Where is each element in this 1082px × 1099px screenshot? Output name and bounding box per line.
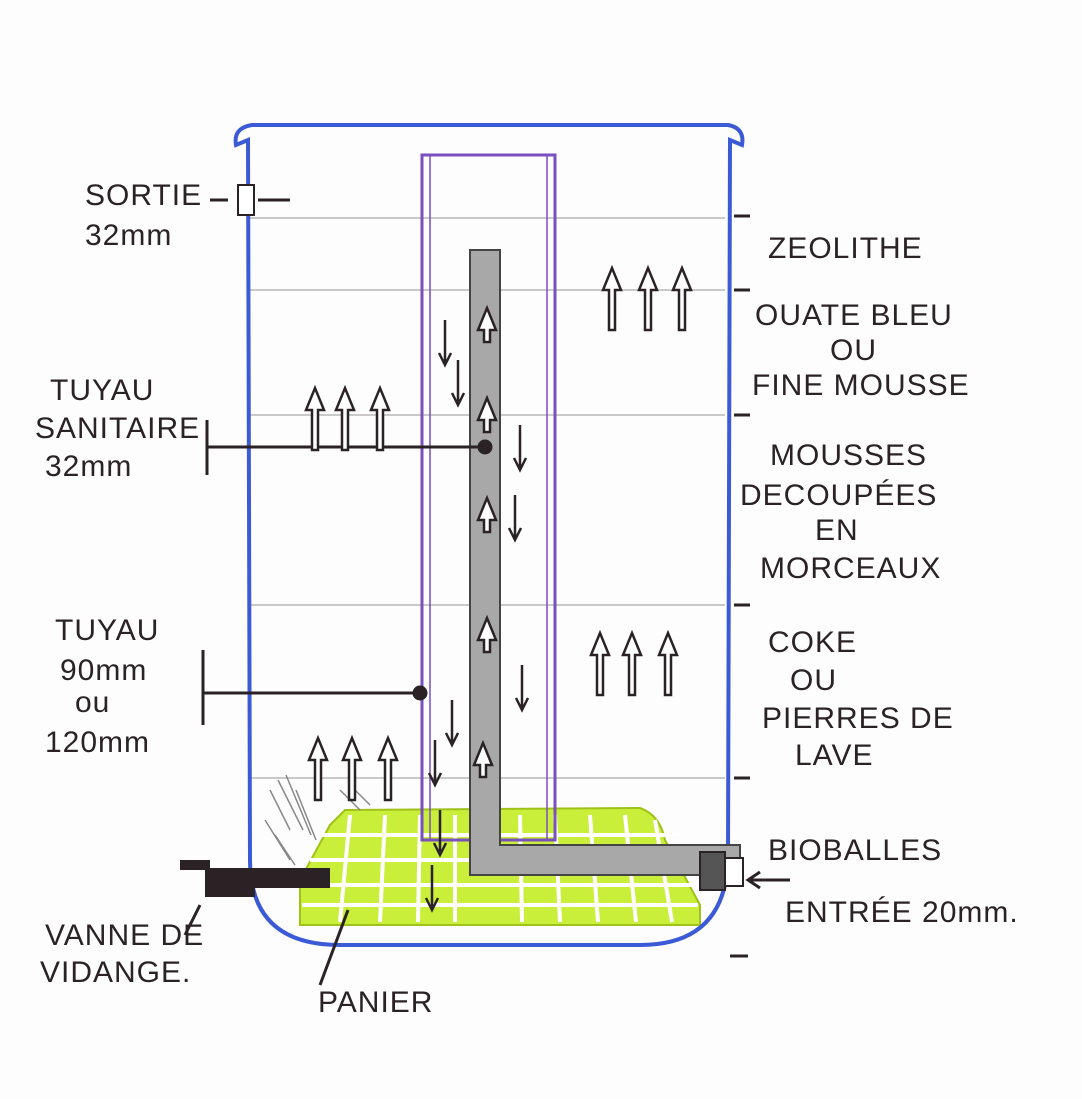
- inner-pipe-32mm: [469, 249, 741, 876]
- svg-text:OU: OU: [830, 334, 877, 367]
- up-arrow-icon: [334, 384, 356, 452]
- drain-valve: [180, 860, 330, 897]
- svg-text:LAVE: LAVE: [795, 739, 874, 772]
- label-tuyau-sanitaire: TUYAU: [50, 374, 154, 407]
- label-vanne: VANNE DE: [45, 919, 204, 952]
- up-arrow-icon: [341, 734, 363, 802]
- up-arrow-icon: [476, 614, 498, 654]
- up-arrow-icon: [369, 384, 391, 452]
- svg-text:MORCEAUX: MORCEAUX: [760, 552, 941, 585]
- label-sortie: SORTIE: [85, 179, 202, 212]
- container-outline: [233, 123, 745, 947]
- down-arrow-icon: [512, 425, 528, 473]
- up-arrow-icon: [589, 629, 611, 697]
- label-zeolithe: ZEOLITHE: [768, 232, 923, 265]
- down-arrow-icon: [437, 320, 453, 368]
- flow-arrows: [304, 264, 693, 913]
- up-arrow-icon: [601, 264, 623, 332]
- up-arrow-icon: [476, 304, 498, 344]
- svg-text:SANITAIRE: SANITAIRE: [35, 412, 200, 445]
- down-arrow-icon: [424, 865, 440, 913]
- svg-text:90mm: 90mm: [60, 654, 147, 687]
- inlet-fitting: [699, 851, 790, 891]
- svg-text:120mm: 120mm: [45, 726, 150, 759]
- down-arrow-icon: [507, 495, 523, 543]
- down-arrow-icon: [444, 700, 460, 748]
- svg-text:32mm: 32mm: [85, 219, 172, 252]
- down-arrow-icon: [432, 810, 448, 858]
- svg-text:OU: OU: [790, 664, 837, 697]
- label-mousses: MOUSSES: [770, 439, 927, 472]
- label-coke: COKE: [768, 626, 857, 659]
- svg-text:VIDANGE.: VIDANGE.: [40, 956, 191, 989]
- label-bioballes: BIOBALLES: [768, 834, 942, 867]
- svg-text:ou: ou: [75, 686, 110, 719]
- svg-text:PIERRES DE: PIERRES DE: [762, 702, 954, 735]
- up-arrow-icon: [476, 494, 498, 534]
- svg-text:EN: EN: [815, 514, 859, 547]
- svg-text:FINE MOUSSE: FINE MOUSSE: [752, 369, 970, 402]
- up-arrow-icon: [377, 734, 399, 802]
- down-arrow-icon: [514, 665, 530, 713]
- svg-text:32mm: 32mm: [45, 450, 132, 483]
- label-ouate: OUATE BLEU: [755, 299, 953, 332]
- up-arrow-icon: [637, 264, 659, 332]
- up-arrow-icon: [472, 739, 494, 779]
- label-tuyau-90: TUYAU: [55, 614, 159, 647]
- up-arrow-icon: [671, 264, 693, 332]
- up-arrow-icon: [657, 629, 679, 697]
- label-entree: ENTRÉE 20mm.: [785, 896, 1019, 929]
- up-arrow-icon: [621, 629, 643, 697]
- svg-text:DECOUPÉES: DECOUPÉES: [740, 479, 937, 512]
- outlet-fitting: [210, 184, 290, 216]
- up-arrow-icon: [307, 734, 329, 802]
- layer-ticks: [730, 214, 750, 958]
- up-arrow-icon: [476, 394, 498, 434]
- up-arrow-icon: [304, 384, 326, 452]
- down-arrow-icon: [450, 360, 466, 408]
- down-arrow-icon: [427, 740, 443, 788]
- label-panier: PANIER: [318, 986, 433, 1019]
